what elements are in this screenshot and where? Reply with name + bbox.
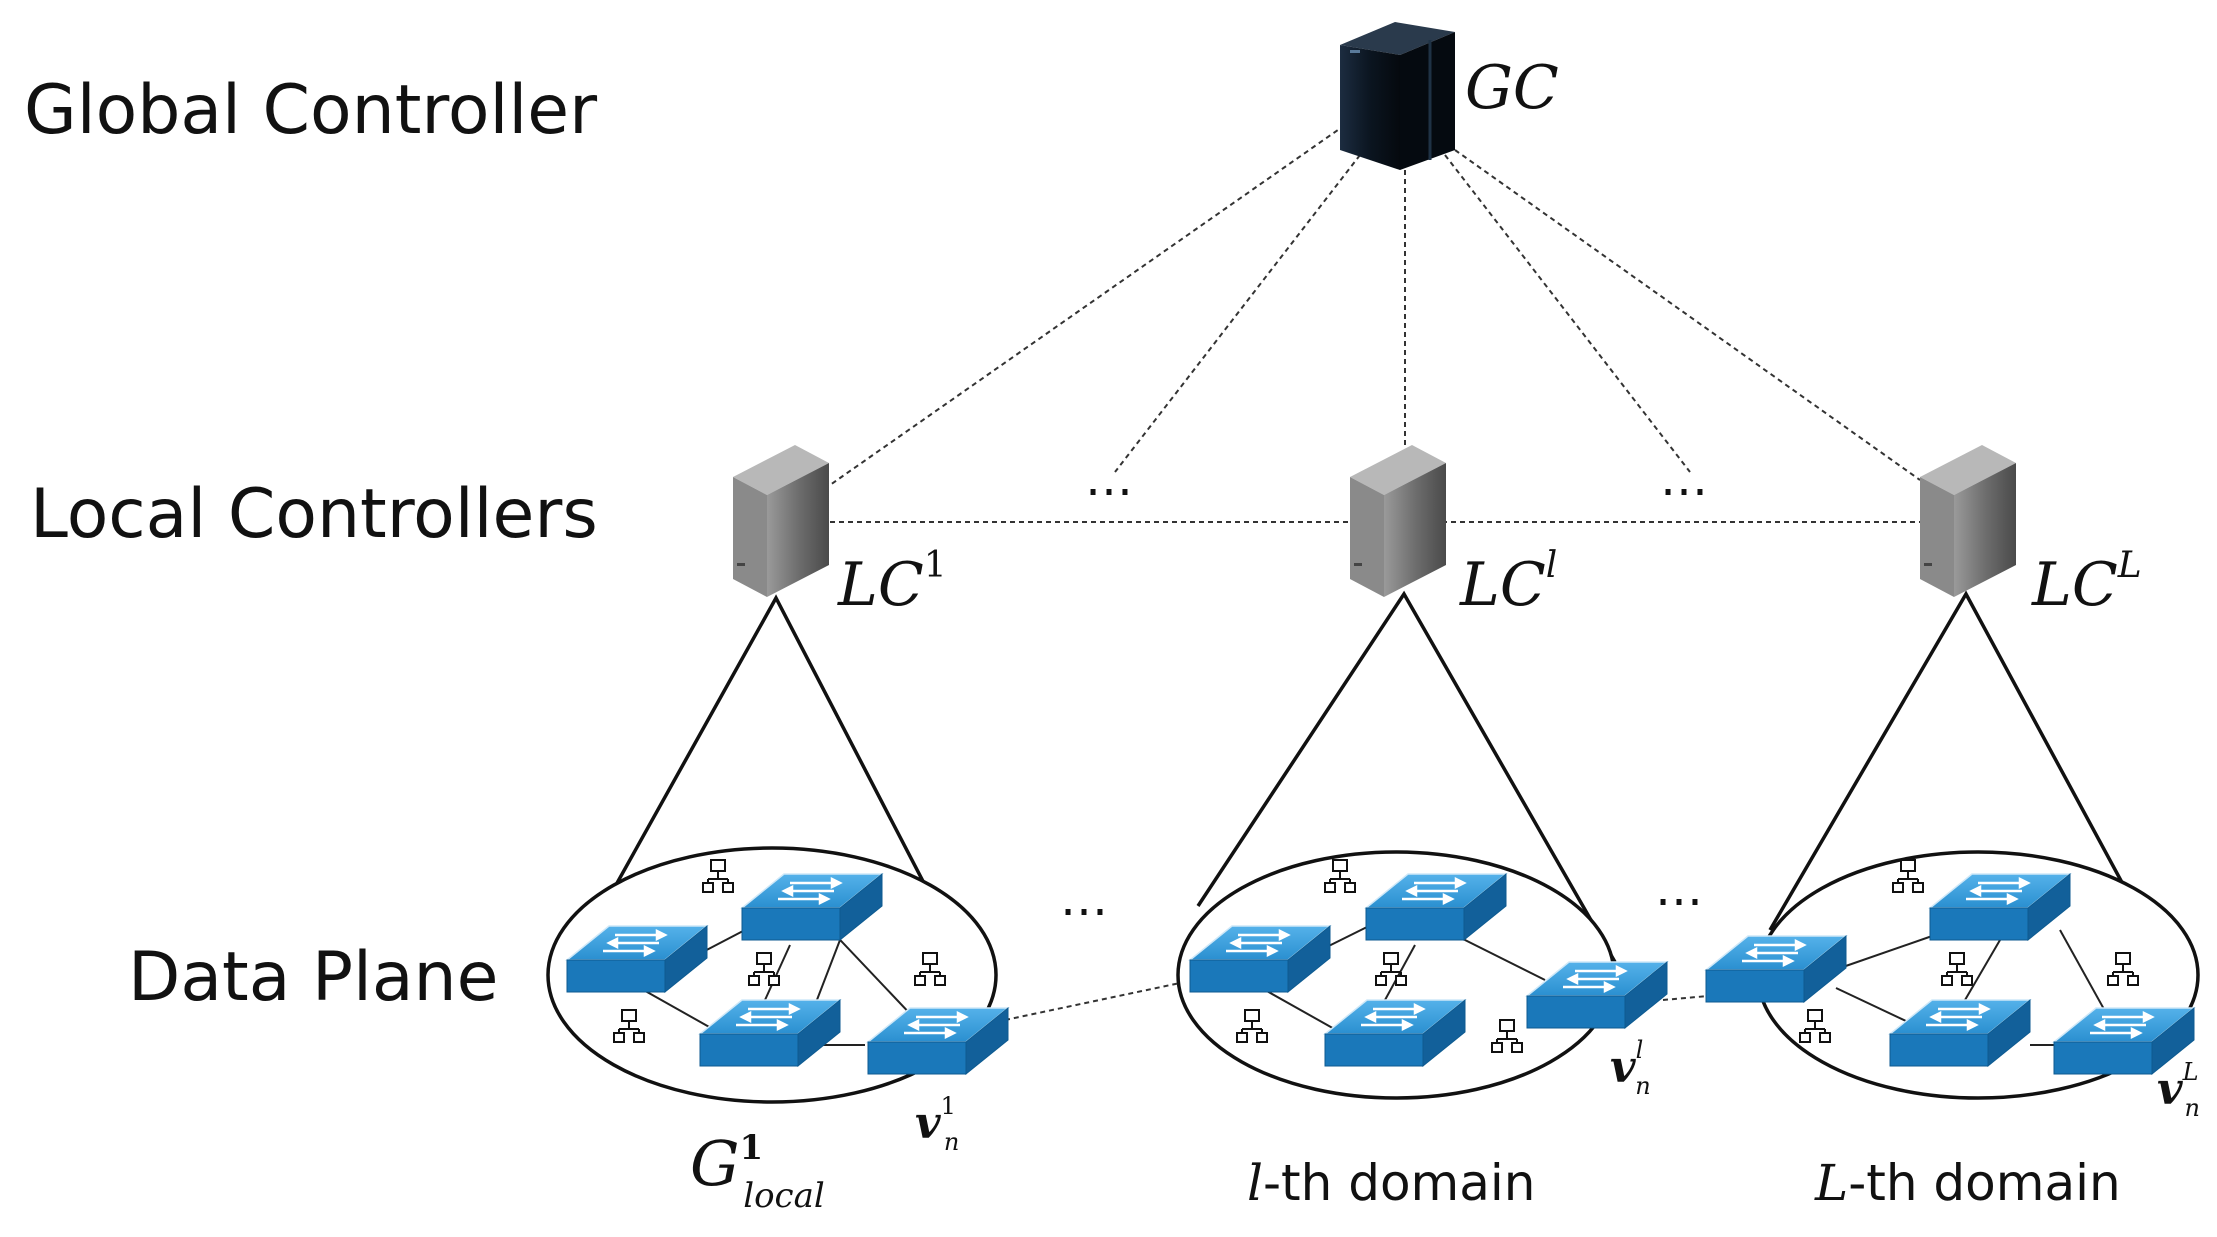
- L-domain-label: L-th domain: [1814, 1154, 2121, 1212]
- vL-label-base: v: [2157, 1064, 2183, 1115]
- g-local-sup: 1: [740, 1128, 764, 1168]
- l-domain-label: l-th domain: [1247, 1154, 1536, 1212]
- l-domain-var: l: [1247, 1154, 1263, 1212]
- lc1-label: LC1: [837, 545, 947, 620]
- gc-label: GC: [1465, 53, 1559, 123]
- g-local-label: G1 local: [690, 1127, 825, 1216]
- vL-label-sub: n: [2185, 1094, 2200, 1122]
- g-local-sub: local: [743, 1176, 825, 1216]
- v1-label-base: v: [915, 1098, 941, 1149]
- lcl-label-sup: l: [1546, 545, 1558, 586]
- lcl-label: LCl: [1459, 545, 1557, 620]
- L-domain-var: L: [1814, 1154, 1848, 1212]
- vl-label-sup: l: [1636, 1036, 1644, 1064]
- ellipsis-lc-left: …: [1085, 451, 1135, 507]
- lcl-label-base: LC: [1459, 550, 1546, 620]
- L-domain-rest: -th domain: [1848, 1154, 2121, 1212]
- lcL-label-base: LC: [2031, 550, 2118, 620]
- lc1-label-sup: 1: [924, 545, 947, 586]
- lcL-label: LCL: [2031, 545, 2142, 620]
- v1-label-sub: n: [944, 1128, 959, 1156]
- l-domain-rest: -th domain: [1263, 1154, 1536, 1212]
- server-tower-icon-lc1: [733, 445, 829, 597]
- ellipsis-lc-right: …: [1660, 451, 1710, 507]
- server-tower-icon-lcL: [1920, 445, 2016, 597]
- lc1-label-base: LC: [837, 550, 924, 620]
- server-tower-icon-lcl: [1350, 445, 1446, 597]
- interdomain-link-2: [1662, 995, 1709, 1001]
- ellipsis-data-left: …: [1060, 871, 1110, 927]
- vl-label-sub: n: [1635, 1072, 1650, 1100]
- vl-label-base: v: [1610, 1042, 1636, 1093]
- tier-label-data: Data Plane: [128, 938, 498, 1017]
- v1-label-sup: 1: [941, 1092, 956, 1120]
- tier-label-global: Global Controller: [24, 71, 597, 150]
- lcL-label-sup: L: [2117, 545, 2142, 586]
- vL-label-sup: L: [2182, 1058, 2199, 1086]
- ellipsis-data-right: …: [1655, 861, 1705, 917]
- gc-links: [829, 124, 1921, 486]
- tier-label-local: Local Controllers: [30, 475, 598, 554]
- v1-label: v1 n: [915, 1092, 959, 1156]
- interdomain-link-1: [1004, 982, 1181, 1021]
- server-tower-icon-gc: [1340, 22, 1455, 170]
- g-local-base: G: [690, 1127, 740, 1200]
